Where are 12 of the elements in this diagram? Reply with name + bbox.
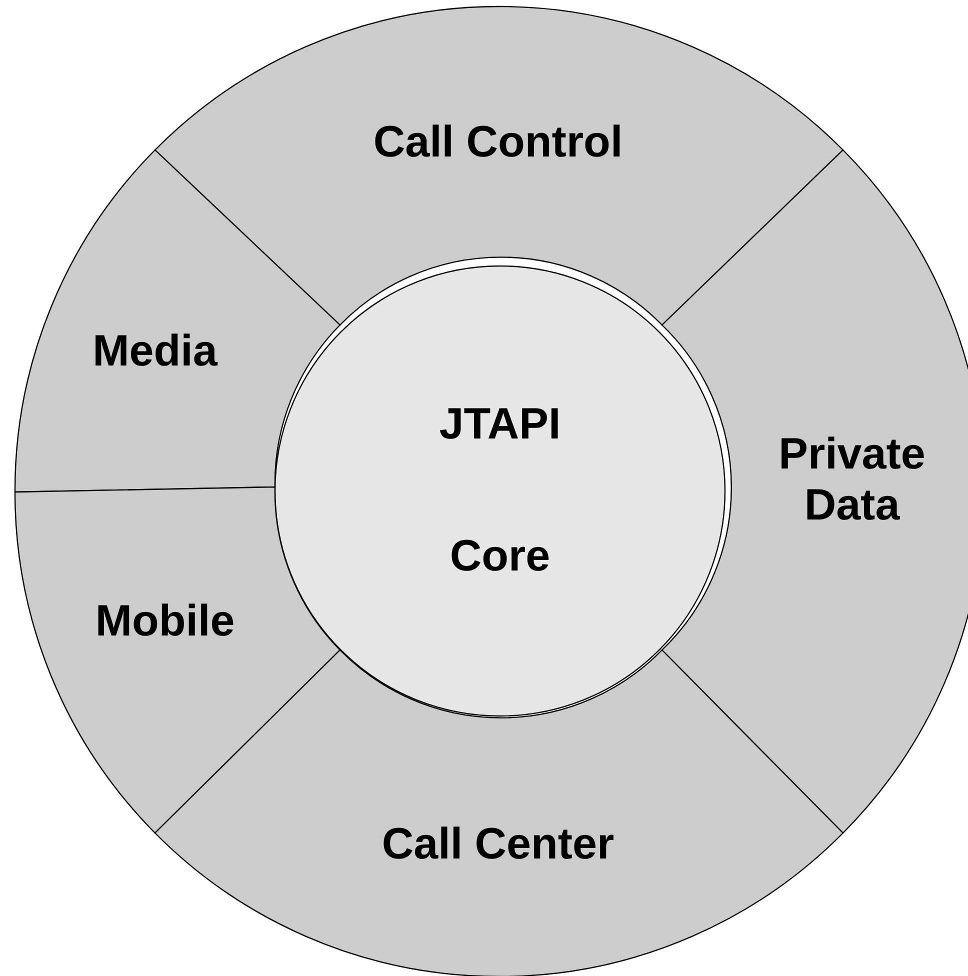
ring-segment xyxy=(15,487,340,833)
ring-segment xyxy=(155,650,843,976)
segment-label: Media xyxy=(92,326,218,378)
segment-label: Call Center xyxy=(382,820,614,870)
segment-label: Core xyxy=(450,532,550,582)
core-circle xyxy=(275,266,725,716)
segment-label: Call Control xyxy=(373,118,623,168)
ring-segment xyxy=(662,150,968,833)
segment-label: Private Data xyxy=(778,429,926,531)
segment-label: Mobile xyxy=(95,596,235,648)
segment-label: JTAPI xyxy=(439,400,561,450)
ring-segment xyxy=(15,150,340,492)
